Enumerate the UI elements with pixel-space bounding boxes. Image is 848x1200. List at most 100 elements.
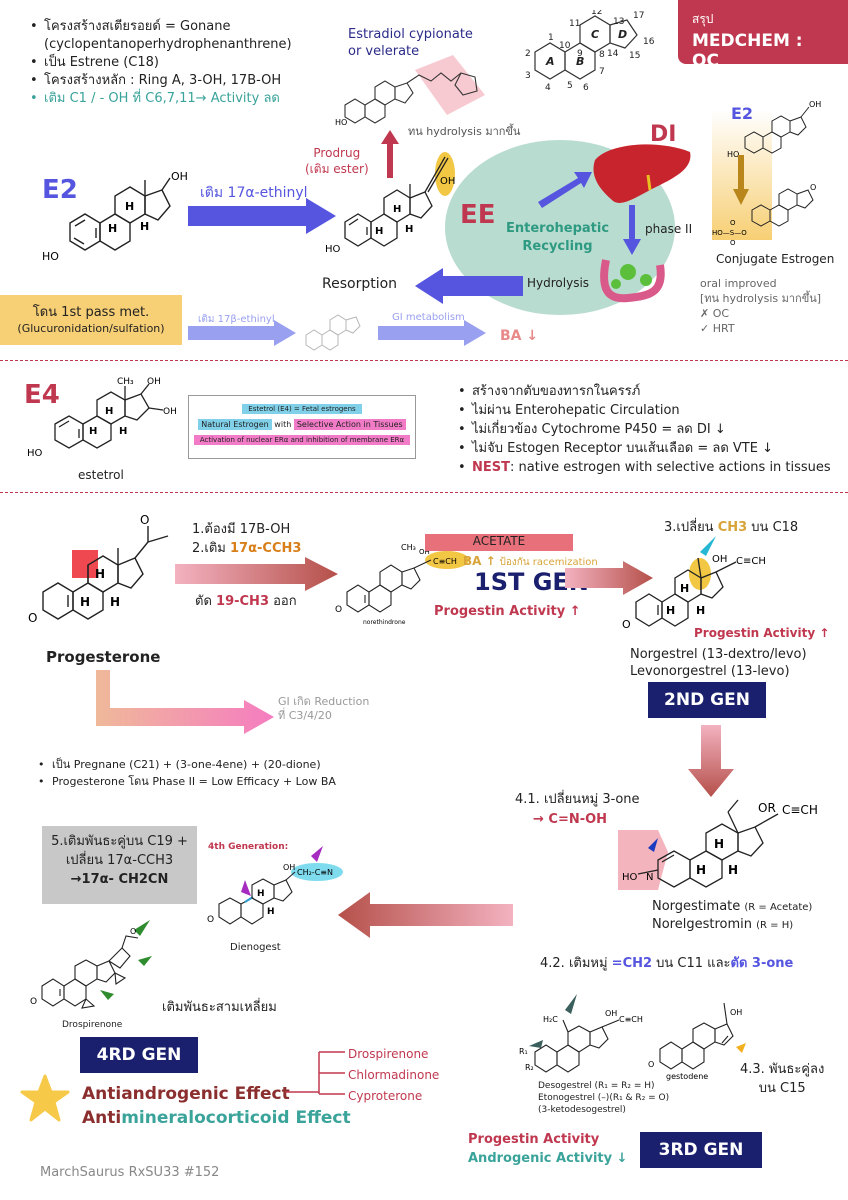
- svg-text:HO: HO: [27, 448, 43, 459]
- intestine-icon: [600, 259, 665, 303]
- step43-label: 4.3. พันธะคู่ลงบน C15: [740, 1062, 825, 1096]
- svg-text:3: 3: [525, 71, 531, 81]
- badge-big: MEDCHEM : OC: [692, 31, 803, 71]
- estradiol-cypionate-structure: HO: [335, 55, 485, 127]
- note-3: โครงสร้างหลัก : Ring A, 3-OH, 17B-OH: [30, 72, 292, 90]
- triple-ring-label: เติมพันธะสามเหลี่ยม: [162, 1000, 277, 1015]
- desogestrel-names: Desogestrel (R₁ = R₂ = H)Etonogestrel (–…: [538, 1081, 670, 1115]
- ethinyl-arrow-label: เติม 17α-ethinyl: [200, 185, 308, 201]
- drug-2: Chlormadinone: [348, 1068, 440, 1082]
- di-label: DI: [650, 122, 677, 147]
- svg-text:OH: OH: [809, 100, 821, 109]
- e2-notes: โครงสร้างสเตียรอยด์ = Gonane(cyclopentan…: [30, 18, 292, 108]
- svg-text:7: 7: [599, 67, 605, 77]
- svg-text:O: O: [622, 618, 631, 631]
- drug-list: Drospirenone Chlormadinone Cyproterone: [348, 1044, 439, 1107]
- svg-text:H: H: [105, 406, 113, 417]
- svg-text:O: O: [648, 1060, 654, 1069]
- svg-text:OR: OR: [758, 801, 776, 815]
- svg-text:H: H: [80, 595, 90, 609]
- svg-text:OH: OH: [440, 176, 455, 187]
- svg-text:C≡CH: C≡CH: [782, 803, 818, 817]
- svg-text:B: B: [576, 55, 584, 68]
- beta-ethinyl-label: เติม 17β-ethinyl: [198, 314, 275, 325]
- svg-text:H: H: [375, 226, 383, 237]
- svg-text:OH: OH: [283, 863, 295, 872]
- gen4-left-arrow: [338, 892, 513, 938]
- gi-metabolism-arrow: [378, 320, 486, 346]
- conjugate-estrogen-label: Conjugate Estrogen: [716, 252, 835, 266]
- e2-label: E2: [42, 175, 78, 205]
- svg-text:H: H: [680, 582, 689, 595]
- svg-text:OH: OH: [730, 1008, 742, 1017]
- svg-text:OH: OH: [163, 407, 177, 417]
- svg-text:O: O: [130, 927, 136, 936]
- divider-1: [0, 360, 848, 361]
- phase2-label: phase II: [645, 222, 693, 236]
- svg-text:N: N: [646, 872, 653, 883]
- step5-box: 5.เติมพันธะคู่บน C19 +เปลี่ยน 17α-CCH3→1…: [42, 826, 197, 904]
- estetrol-name: estetrol: [78, 468, 124, 482]
- gen4-title: 4th Generation:: [208, 842, 289, 852]
- beta-ethinyl-arrow: [188, 320, 296, 346]
- svg-text:O: O: [30, 997, 37, 1007]
- step42-label: 4.2. เติมหมู่ =CH2 บน C11 และตัด 3-one: [540, 956, 794, 971]
- svg-text:8: 8: [599, 50, 605, 60]
- svg-text:HO: HO: [622, 872, 638, 883]
- svg-text:O: O: [207, 915, 214, 925]
- svg-text:D: D: [618, 28, 627, 41]
- step3-label: 3.เปลี่ยน CH3 บน C18: [664, 520, 799, 535]
- svg-text:O: O: [810, 183, 816, 192]
- svg-text:H: H: [257, 889, 265, 899]
- svg-text:10: 10: [559, 41, 571, 51]
- svg-text:H: H: [267, 907, 275, 917]
- svg-text:R₁: R₁: [519, 1047, 528, 1056]
- svg-text:norethindrone: norethindrone: [363, 619, 406, 625]
- anti-effects: Antiandrogenic Effect Antimineralocortic…: [82, 1084, 351, 1128]
- e4-box-line1: Estetrol (E4) = Fetal estrogens: [242, 404, 362, 414]
- svg-text:O: O: [730, 239, 736, 247]
- gen4-badge: 4RD GEN: [80, 1037, 198, 1073]
- svg-text:O: O: [140, 513, 149, 527]
- prog-note-1: เป็น Pregnane (C21) + (3-one-4ene) + (20…: [38, 756, 336, 773]
- svg-text:R₂: R₂: [525, 1063, 534, 1072]
- progesterone-name: Progesterone: [46, 648, 161, 666]
- gen2-arrow: [565, 561, 653, 595]
- svg-text:H: H: [110, 595, 120, 609]
- dienogest-name: Dienogest: [230, 942, 281, 953]
- beta-ee-structure: [305, 314, 361, 351]
- svg-text:CH₃: CH₃: [117, 377, 134, 387]
- first-pass-box: โดน 1st pass met.(Glucuronidation/sulfat…: [0, 295, 182, 345]
- step41-label: 4.1. เปลี่ยนหมู่ 3-one→ C=N-OH: [515, 792, 640, 827]
- svg-text:OH: OH: [171, 170, 188, 183]
- footer: MarchSaurus RxSU33 #152: [40, 1165, 220, 1180]
- hydrolysis-note: ทน hydrolysis มากขึ้น: [408, 125, 521, 138]
- svg-text:OH: OH: [712, 554, 727, 565]
- svg-text:11: 11: [569, 19, 580, 29]
- e4-bullets: สร้างจากตับของทารกในครรภ์ ไม่ผ่าน Entero…: [458, 382, 831, 477]
- svg-text:OH: OH: [419, 548, 430, 556]
- e4-info-box: Estetrol (E4) = Fetal estrogens Natural …: [188, 395, 416, 459]
- e4-bullet-2: ไม่ผ่าน Enterohepatic Circulation: [458, 401, 831, 420]
- svg-text:1: 1: [548, 33, 554, 43]
- resorption-label: Resorption: [322, 276, 398, 292]
- hydrolysis-label: Hydrolysis: [527, 276, 590, 290]
- to-liver-arrow: [538, 172, 592, 208]
- gi-reduction-arrow: [96, 670, 274, 734]
- gen1-arrow: [175, 557, 338, 591]
- svg-text:OH: OH: [147, 377, 161, 387]
- svg-text:H: H: [95, 567, 105, 581]
- svg-text:CH₂-C≡N: CH₂-C≡N: [297, 868, 333, 877]
- svg-text:H: H: [666, 604, 675, 617]
- svg-text:C≡CH: C≡CH: [433, 557, 457, 566]
- svg-text:C≡CH: C≡CH: [736, 556, 766, 567]
